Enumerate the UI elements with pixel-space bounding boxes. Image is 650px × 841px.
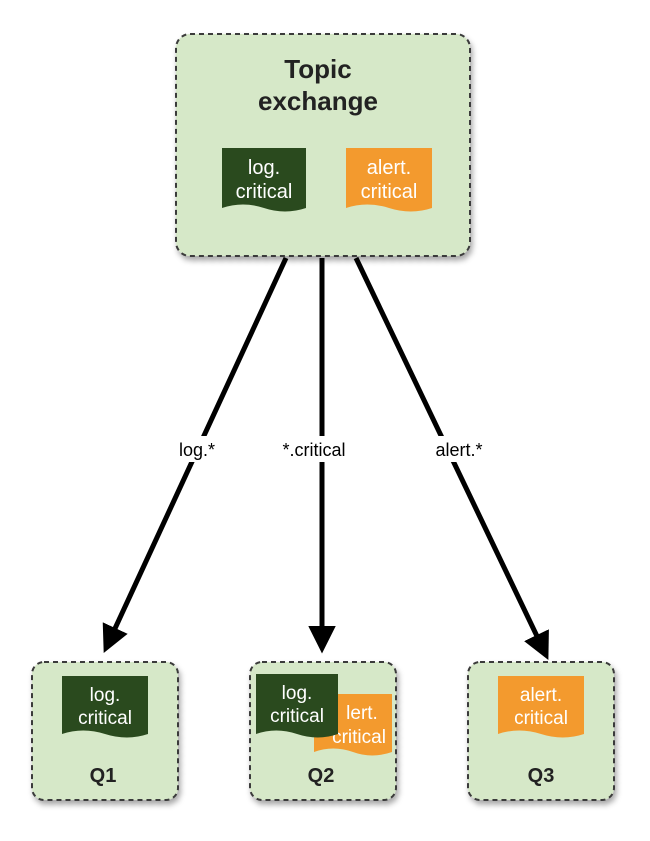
binding-label-text: alert.* — [435, 440, 482, 460]
message-text: critical — [78, 708, 132, 729]
queue-name: Q3 — [528, 765, 555, 787]
message-log-critical: log. critical — [222, 148, 306, 212]
message-text: critical — [270, 706, 324, 727]
topic-exchange: Topic exchange log. critical alert. crit… — [175, 33, 471, 257]
binding-label-log: log.* — [168, 436, 226, 462]
queue-q1: log. critical Q1 — [31, 661, 179, 801]
message-log-critical: log. critical — [256, 674, 338, 738]
queue-q3: alert. critical Q3 — [467, 661, 615, 801]
queue-name: Q1 — [90, 765, 117, 787]
binding-label-alert: alert.* — [424, 436, 494, 462]
binding-label-text: *.critical — [282, 440, 345, 460]
exchange-title: exchange — [258, 86, 378, 116]
binding-label-critical: *.critical — [272, 436, 356, 462]
queue-name: Q2 — [308, 765, 335, 787]
binding-label-text: log.* — [179, 440, 215, 460]
message-text: critical — [514, 708, 568, 729]
message-text: log. — [248, 157, 280, 179]
message-text: alert. — [367, 157, 411, 179]
exchange-title: Topic — [284, 54, 351, 84]
message-text: log. — [282, 683, 313, 704]
message-text: critical — [332, 727, 386, 748]
message-text: log. — [90, 685, 121, 706]
message-text: alert. — [520, 685, 562, 706]
message-alert-critical: alert. critical — [498, 676, 584, 738]
message-alert-critical: alert. critical — [346, 148, 432, 212]
queue-q2: lert. critical log. critical Q2 — [249, 661, 397, 801]
message-text: lert. — [346, 703, 378, 724]
message-text: critical — [361, 181, 418, 203]
message-text: critical — [236, 181, 293, 203]
message-log-critical: log. critical — [62, 676, 148, 738]
